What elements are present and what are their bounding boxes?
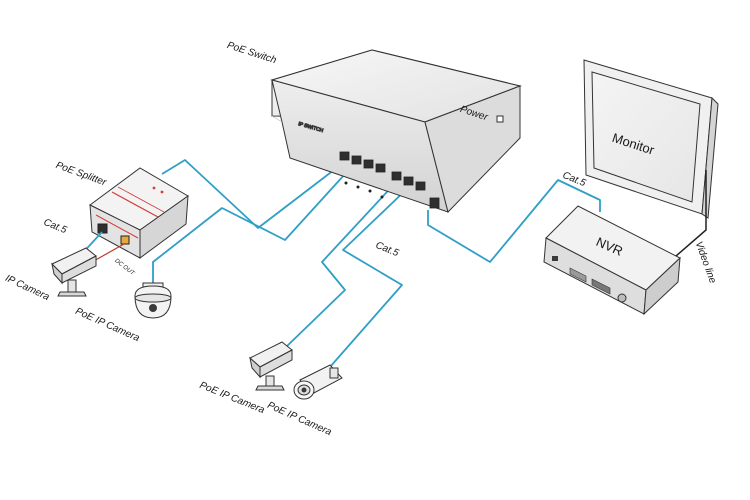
splitter-lan-port <box>97 223 108 234</box>
switch-port-7 <box>415 181 426 191</box>
dome-camera-device <box>134 282 172 319</box>
switch-right-side <box>424 85 521 213</box>
decorative-lines <box>271 115 283 123</box>
nvr-device <box>543 205 681 316</box>
switch-leds <box>344 181 384 199</box>
splitter-side <box>139 194 189 259</box>
switch-port-4 <box>375 163 386 173</box>
nvr-side <box>643 256 681 316</box>
switch-port-3 <box>363 159 374 169</box>
splitter-dc-port <box>120 235 130 245</box>
switch-ports <box>339 151 440 209</box>
cable-bullet-camera-to-switch <box>329 185 411 368</box>
poe-splitter <box>89 167 189 259</box>
switch-port-uplink <box>429 197 440 209</box>
power-socket <box>496 115 504 123</box>
poe-switch: IP SWITCH <box>270 49 522 213</box>
bullet-camera-device <box>293 364 343 400</box>
monitor-device <box>583 59 719 219</box>
switch-port-1 <box>339 151 350 161</box>
ip-camera-device <box>51 247 97 297</box>
video-line-cable <box>675 170 707 257</box>
switch-port-2 <box>351 155 362 165</box>
switch-port-6 <box>403 176 414 186</box>
monitor-screen <box>591 71 701 203</box>
switch-port-5 <box>391 171 402 181</box>
cable-box-camera-to-switch <box>284 179 399 349</box>
dc-cable <box>91 243 125 263</box>
cable-splitter-to-switch <box>161 159 348 229</box>
cable-dome-camera-to-switch <box>152 162 356 285</box>
cable-switch-to-nvr <box>427 179 601 263</box>
box-camera-device <box>249 341 293 391</box>
